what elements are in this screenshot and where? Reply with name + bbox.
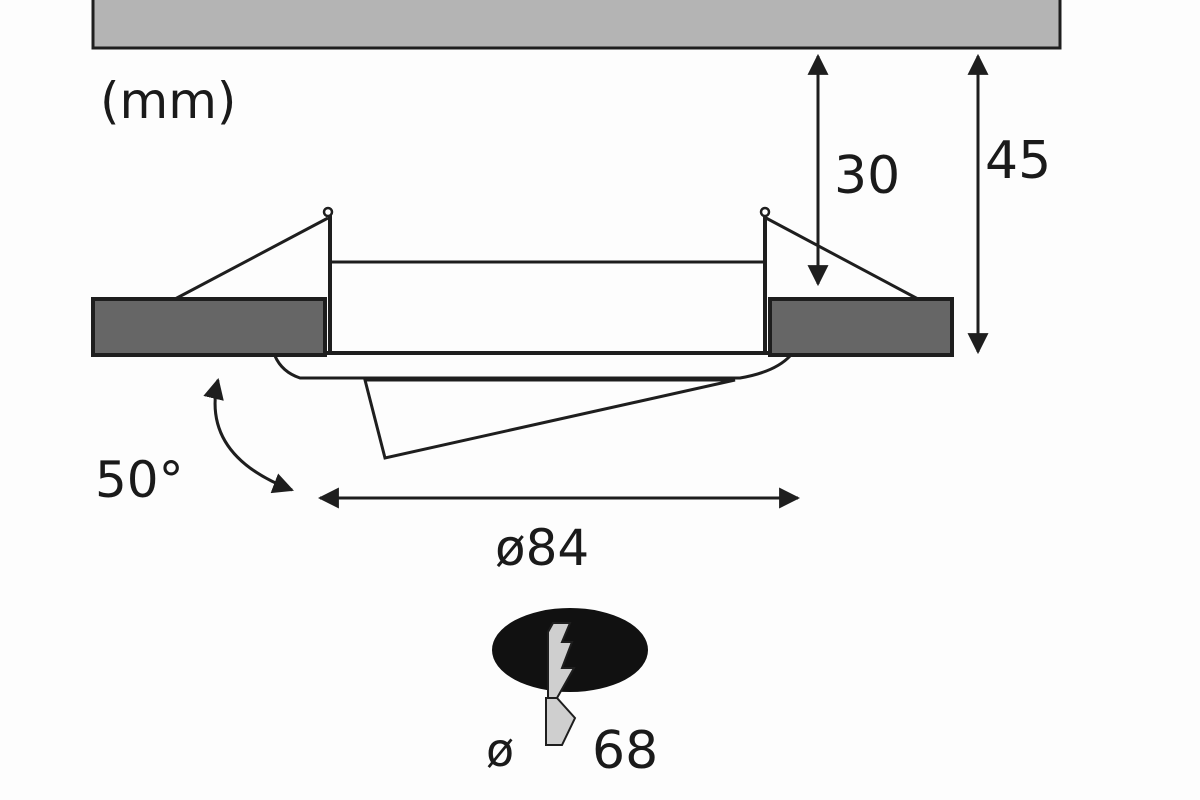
- right-spring-clip: [765, 216, 919, 301]
- right-spring-pivot: [759, 206, 771, 218]
- cutout-diameter-label: 68: [592, 721, 658, 781]
- ceiling-panel: [91, 0, 1062, 50]
- cutout-diameter-symbol: ø: [486, 723, 514, 777]
- left-flange: [91, 297, 327, 357]
- left-spring-pivot: [322, 206, 334, 218]
- bezel: [273, 354, 792, 380]
- lightning-bolt-icon: [547, 622, 576, 699]
- left-spring-clip: [174, 216, 329, 301]
- tilt-angle-label: 50°: [95, 451, 184, 509]
- diameter-84-label: ø84: [495, 519, 589, 577]
- tilted-lamp: [363, 378, 736, 460]
- units-label: (mm): [100, 72, 236, 130]
- tilt-angle-arrow: [203, 377, 294, 494]
- right-flange: [768, 297, 954, 357]
- downlight-fixture: [91, 206, 954, 460]
- height-45-label: 45: [985, 131, 1051, 191]
- depth-30-label: 30: [834, 146, 900, 206]
- cutout-hole-icon: [492, 608, 648, 692]
- lightning-bolt-tail: [545, 697, 577, 746]
